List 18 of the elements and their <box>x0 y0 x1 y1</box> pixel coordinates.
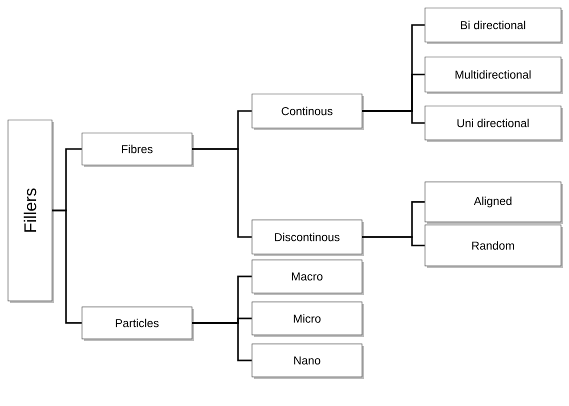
category-box: Nano <box>252 344 364 379</box>
category-box: Particles <box>82 306 194 341</box>
category-box: Bi directional <box>424 8 563 44</box>
category-box: Continous <box>252 94 364 130</box>
category-box: Fillers <box>8 120 54 303</box>
connector-line <box>52 210 82 324</box>
category-box: Fibres <box>82 132 194 167</box>
category-box: Multidirectional <box>424 56 563 94</box>
category-box: Discontinous <box>252 220 364 256</box>
connector-line <box>192 322 252 362</box>
category-box: Macro <box>252 260 364 295</box>
connector-line <box>192 148 252 238</box>
category-box: Aligned <box>424 182 563 224</box>
category-box: Micro <box>252 302 364 337</box>
connector-line <box>362 236 425 246</box>
category-box: Uni directional <box>424 106 563 142</box>
connector-line <box>362 110 425 124</box>
category-box: Random <box>424 224 563 268</box>
